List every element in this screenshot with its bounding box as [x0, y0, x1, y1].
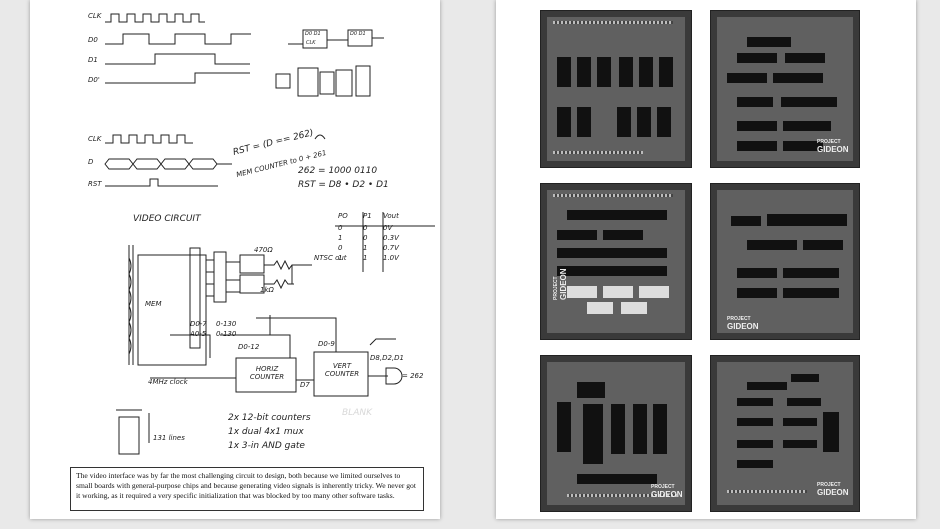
- table-cell: 0.3V: [383, 234, 399, 242]
- eq-262: 262 = 1000 0110: [298, 166, 378, 176]
- signal-label-rst: RST: [88, 180, 102, 188]
- caption-text: The video interface was by far the most …: [76, 471, 416, 501]
- logo-line-1: PROJECT: [727, 316, 751, 322]
- table-cell: 0: [363, 224, 368, 232]
- parts-mux: 1x dual 4x1 mux: [228, 427, 304, 437]
- logo-line-2: GIDEON: [817, 488, 849, 497]
- logo-line-2: GIDEON: [817, 145, 849, 154]
- signal-label-d1: D1: [88, 56, 98, 64]
- signal-label-d0b: D0': [88, 76, 100, 84]
- resistor-label-470: 470Ω: [254, 246, 273, 254]
- d7-label: D7: [300, 381, 310, 389]
- clock-label: 4MHz clock: [148, 378, 188, 386]
- range-label-1: 0-130: [216, 320, 237, 328]
- signal-label-d0: D0: [88, 36, 98, 44]
- d0-12-label: D0-12: [238, 343, 260, 351]
- table-header: PO: [338, 212, 348, 220]
- logo-line-2: GIDEON: [727, 322, 759, 331]
- dac-truth-table: PO P1 Vout 0 0 0V 1 0 0.3V 0 1 0.7V 1 1 1.0V: [338, 212, 438, 262]
- table-cell: 0: [338, 224, 343, 232]
- logo-line-1: PROJECT: [817, 482, 841, 488]
- ntsc-out-label: NTSC out: [314, 254, 347, 262]
- resistor-label-1k: 1kΩ: [260, 286, 274, 294]
- table-header: P1: [363, 212, 372, 220]
- vert-counter-label: VERT COUNTER: [324, 362, 360, 378]
- lines-label: 131 lines: [153, 434, 185, 442]
- table-cell: 1: [338, 234, 343, 242]
- circuit-board-photo: [540, 10, 692, 168]
- parts-and-gate: 1x 3-in AND gate: [228, 441, 305, 451]
- table-cell: 1: [363, 254, 368, 262]
- table-cell: 0.7V: [383, 244, 399, 252]
- table-cell: 1.0V: [383, 254, 399, 262]
- ff-label-2: D0 D1: [350, 31, 366, 37]
- mem-label: MEM: [145, 300, 162, 308]
- parts-counters: 2x 12-bit counters: [228, 413, 311, 423]
- pcb: [547, 17, 685, 161]
- caption-box: The video interface was by far the most …: [70, 467, 424, 511]
- signal-label-d: D: [88, 158, 94, 166]
- faint-erased-text: BLANK: [342, 408, 372, 418]
- signal-label-clk: CLK: [88, 12, 102, 20]
- table-cell: 1: [338, 254, 343, 262]
- table-cell: 0: [338, 244, 343, 252]
- logo-line-2: GIDEON: [559, 268, 568, 300]
- logo-line-1: PROJECT: [817, 139, 841, 145]
- ff-label-1: D0 D1: [305, 31, 321, 37]
- handwritten-schematic: [104, 13, 435, 455]
- d8-label: D8,D2,D1: [370, 354, 404, 362]
- d0-9-label: D0-9: [318, 340, 335, 348]
- signal-label-clk2: CLK: [88, 135, 102, 143]
- table-cell: 1: [363, 244, 368, 252]
- a0-5-label: A0-5: [190, 330, 207, 338]
- rst-expression: RST = D8 • D2 • D1: [298, 180, 389, 190]
- ff-clk-label: CLK: [306, 40, 316, 46]
- table-cell: 0: [363, 234, 368, 242]
- notebook-page: CLK D0 D1 D0' D0 D1 D0 D1 CLK CLK D RST …: [30, 0, 440, 519]
- table-cell: 0V: [383, 224, 393, 232]
- horiz-counter-label: HORIZ COUNTER: [249, 365, 285, 381]
- logo-line-1: PROJECT: [651, 484, 675, 490]
- d0-7-label: D0-7: [190, 320, 207, 328]
- eq-262-out: = 262: [402, 372, 424, 380]
- logo-line-2: GIDEON: [651, 490, 683, 499]
- table-header: Vout: [383, 212, 399, 220]
- video-circuit-title: VIDEO CIRCUIT: [133, 214, 201, 224]
- range-label-2: 0-130: [216, 330, 237, 338]
